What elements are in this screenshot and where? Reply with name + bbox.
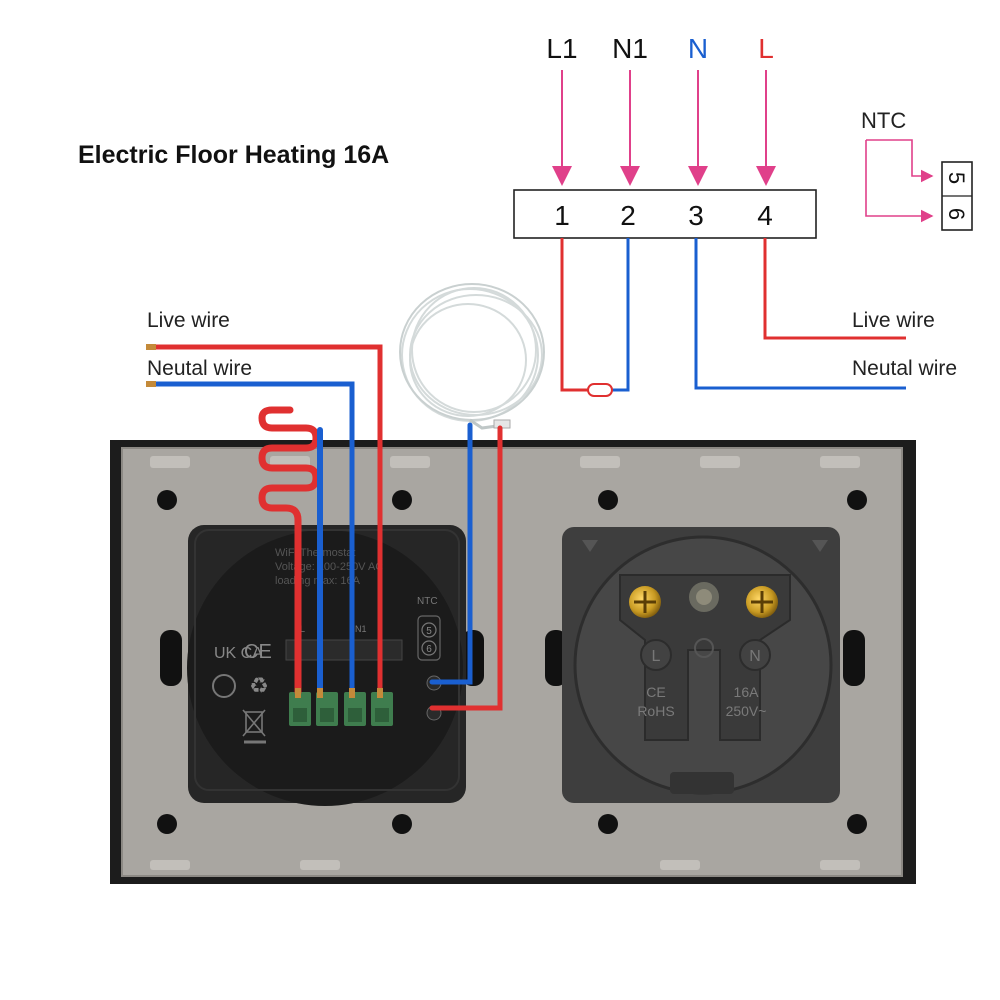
- earth-icon: [694, 638, 714, 658]
- terminal-1: 1: [554, 200, 570, 231]
- right-live-wire-label: Live wire: [852, 309, 935, 332]
- supply-label-l1: L1: [546, 33, 577, 64]
- thermostat-wires: [149, 344, 503, 711]
- wire-l-out: [763, 238, 906, 340]
- ntc-wire-blue: [429, 422, 473, 685]
- ntc-wire-bottom: [865, 140, 934, 223]
- ntc-wire-red: [429, 425, 503, 711]
- ukca-mark: UK CA: [214, 645, 263, 662]
- module-ntc-pin-5: 5: [426, 626, 432, 637]
- module-terminal-l: L: [300, 624, 305, 634]
- terminal-wires: [560, 238, 906, 397]
- tidyman-icon: [212, 674, 236, 698]
- terminal-2: 2: [620, 200, 636, 231]
- loop-link: [587, 383, 613, 397]
- ntc-wire-top: [866, 139, 934, 183]
- socket-label-n: N: [749, 648, 761, 665]
- ntc-label: NTC: [861, 108, 906, 133]
- module-ntc-label: NTC: [417, 596, 438, 607]
- recycle-icon: ♻: [249, 673, 269, 698]
- terminal-3: 3: [688, 200, 704, 231]
- terminal-4: 4: [757, 200, 773, 231]
- terminal-block-frame: [513, 189, 817, 239]
- module-ntc-pin-6: 6: [426, 644, 432, 655]
- weee-bin-icon: [242, 709, 266, 744]
- ntc-schematic: NTC 5 6: [861, 108, 973, 231]
- ntc-sensor-coil: [399, 283, 545, 430]
- socket-ce: CE: [646, 684, 665, 700]
- supply-arrows: [552, 70, 776, 186]
- svg-text:Voltage: 100-250V AC: Voltage: 100-250V AC: [275, 561, 383, 573]
- socket-rohs: RoHS: [637, 703, 674, 719]
- ntc-pin-5: 5: [944, 172, 969, 184]
- supply-label-l: L: [758, 33, 774, 64]
- ce-mark: CE: [244, 641, 272, 663]
- module-terminal-n1: N1: [355, 624, 367, 634]
- ntc-pin-6: 6: [944, 208, 969, 220]
- right-neutral-wire-label: Neutal wire: [852, 357, 957, 380]
- wire-l1-loop: [560, 238, 588, 392]
- socket-rating-volts: 250V~: [726, 703, 767, 719]
- thermostat-module: WiFi Thermostat Voltage: 100-250V AC loa…: [187, 525, 466, 806]
- wire-n-out: [694, 238, 906, 390]
- left-live-wire: [149, 344, 383, 695]
- socket-rating-amps: 16A: [734, 684, 760, 700]
- supply-label-n: N: [688, 33, 708, 64]
- heating-cable-live: [258, 406, 320, 696]
- left-live-wire-label: Live wire: [147, 309, 230, 332]
- socket-module: L N CE RoHS 16A 250V~: [562, 527, 840, 803]
- socket-label-l: L: [652, 648, 661, 665]
- diagram-title: Electric Floor Heating 16A: [78, 141, 389, 169]
- left-neutral-wire-label: Neutal wire: [147, 357, 252, 380]
- supply-labels: L1 N1 N L: [546, 33, 773, 64]
- left-neutral-wire: [149, 381, 355, 695]
- supply-label-n1: N1: [612, 33, 648, 64]
- terminal-block: 1 2 3 4: [513, 189, 817, 239]
- wire-n1-loop: [612, 238, 630, 392]
- svg-text:WiFi Thermostat: WiFi Thermostat: [275, 547, 355, 559]
